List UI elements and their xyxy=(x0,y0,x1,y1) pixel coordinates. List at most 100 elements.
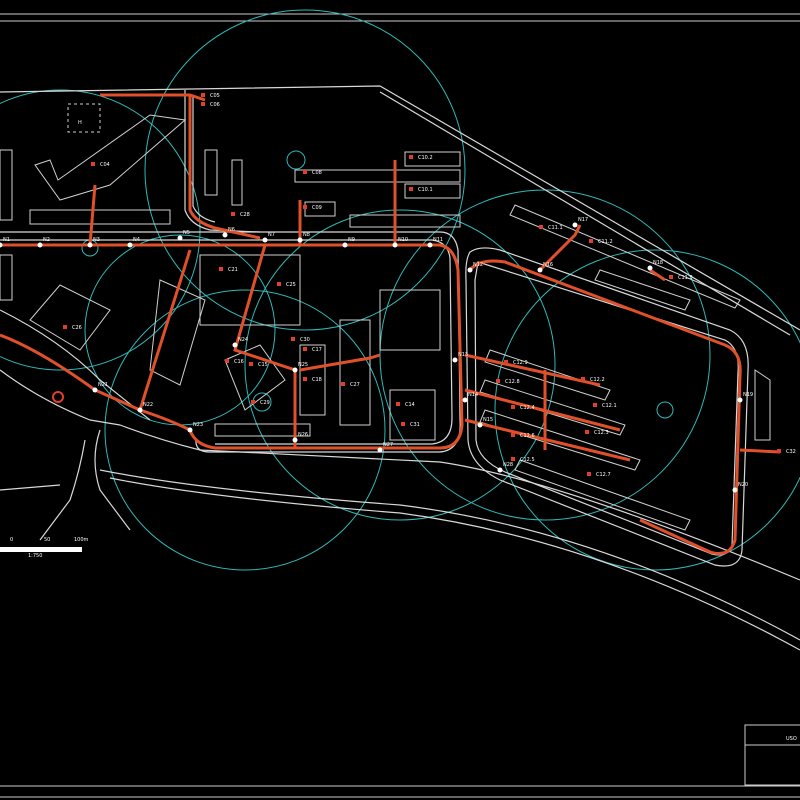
pipe-node-icon xyxy=(0,242,3,248)
hydrant-label: C08 xyxy=(312,170,322,176)
pipe-node-icon xyxy=(232,342,238,348)
hydrant-icon xyxy=(277,282,281,286)
node-label: N11 xyxy=(433,237,443,243)
pipe-node-icon xyxy=(392,242,398,248)
node-label: N27 xyxy=(383,442,393,448)
building xyxy=(224,344,286,411)
pipe-segment xyxy=(138,249,192,411)
pipe-node-icon xyxy=(297,237,303,243)
hydrant-icon xyxy=(63,325,67,329)
node-label: N1 xyxy=(3,237,10,243)
building xyxy=(29,284,111,351)
building xyxy=(389,389,436,441)
pipe-node-icon xyxy=(127,242,133,248)
building-parking xyxy=(29,209,171,225)
hydrant-icon xyxy=(219,267,223,271)
node-label: N20 xyxy=(738,482,748,488)
building-parking xyxy=(594,269,691,311)
pipe-branch xyxy=(538,224,666,282)
hydrant-label: C11.3 xyxy=(678,275,693,281)
hydrant-icon xyxy=(589,239,593,243)
hydrant-icon xyxy=(401,422,405,426)
hydrant-label: C12.5 xyxy=(520,457,535,463)
road-edge xyxy=(0,85,800,331)
building-parking xyxy=(754,369,771,441)
hydrant-icon xyxy=(249,362,253,366)
node-label: N5 xyxy=(183,230,190,236)
hydrant-icon xyxy=(511,405,515,409)
helipad xyxy=(67,103,101,133)
buildings xyxy=(0,103,771,531)
hydrant-label: C21 xyxy=(228,267,238,273)
hydrant-label: C10.2 xyxy=(418,155,433,161)
hydrant-label: C28 xyxy=(240,212,250,218)
node-label: N14 xyxy=(468,392,478,398)
hydrant-label: C06 xyxy=(210,102,220,108)
hydrant-icon xyxy=(341,382,345,386)
node-label: N10 xyxy=(398,237,408,243)
pipe-node-icon xyxy=(292,437,298,443)
building xyxy=(479,379,626,436)
node-label: N24 xyxy=(238,337,248,343)
building xyxy=(149,279,206,386)
drawing-labels: C04C05C06C08C09C10.1C10.2C11.1C11.2C11.3… xyxy=(3,93,796,488)
pipe-branch xyxy=(543,370,781,454)
hydrant-icon xyxy=(539,225,543,229)
pipe-node-icon xyxy=(737,397,743,403)
node-label: N22 xyxy=(143,402,153,408)
hydrant-markers xyxy=(0,93,781,493)
title-block-text: USO xyxy=(786,736,797,742)
building xyxy=(404,183,461,199)
road-north-2 xyxy=(192,96,216,223)
road-north xyxy=(184,90,261,233)
pipe-node-icon xyxy=(462,397,468,403)
hydrant-icon xyxy=(91,162,95,166)
node-label: N3 xyxy=(93,237,100,243)
building xyxy=(299,344,326,416)
hydrant-label: C31 xyxy=(410,422,420,428)
hydrant-icon xyxy=(669,275,673,279)
building xyxy=(199,254,301,326)
hydrant-label: C12.8 xyxy=(505,379,520,385)
road-access-2 xyxy=(39,439,86,541)
node-label: N23 xyxy=(193,422,203,428)
pipe-node-icon xyxy=(377,447,383,453)
hydrant-label: C14 xyxy=(405,402,415,408)
node-label: N18 xyxy=(653,260,663,266)
hydrant-icon xyxy=(496,379,500,383)
node-label: N28 xyxy=(503,462,513,468)
pipe-node-icon xyxy=(87,242,93,248)
hydrant-icon xyxy=(511,433,515,437)
node-label: N25 xyxy=(298,362,308,368)
pipe-segment xyxy=(88,184,97,246)
building xyxy=(509,204,741,309)
hydrant-icon xyxy=(504,360,508,364)
node-label: N12 xyxy=(473,262,483,268)
hydrant-icon xyxy=(585,430,589,434)
node-label: N19 xyxy=(743,392,753,398)
node-label: N9 xyxy=(348,237,355,243)
pipe-node-icon xyxy=(427,242,433,248)
pipe-node-icon xyxy=(37,242,43,248)
coverage-circle xyxy=(494,249,800,571)
node-label: N17 xyxy=(578,217,588,223)
pipe-node-icon xyxy=(187,427,193,433)
hydrant-icon xyxy=(511,457,515,461)
pipe-segment xyxy=(0,333,191,432)
node-label: N26 xyxy=(298,432,308,438)
building xyxy=(479,409,641,471)
coverage-circle xyxy=(104,289,386,571)
hydrant-icon xyxy=(409,187,413,191)
road-edge xyxy=(0,239,453,445)
road-south-3 xyxy=(109,477,800,651)
building-parking xyxy=(0,254,13,301)
hydrant-icon xyxy=(396,402,400,406)
pipe-node-icon xyxy=(497,467,503,473)
building xyxy=(404,151,461,167)
building xyxy=(294,169,461,183)
scale-ratio: 1:750 xyxy=(28,553,42,559)
fire-main-pipeline xyxy=(0,93,781,555)
building xyxy=(34,114,187,201)
node-label: N4 xyxy=(133,237,140,243)
hydrant-label: C12.2 xyxy=(590,377,605,383)
